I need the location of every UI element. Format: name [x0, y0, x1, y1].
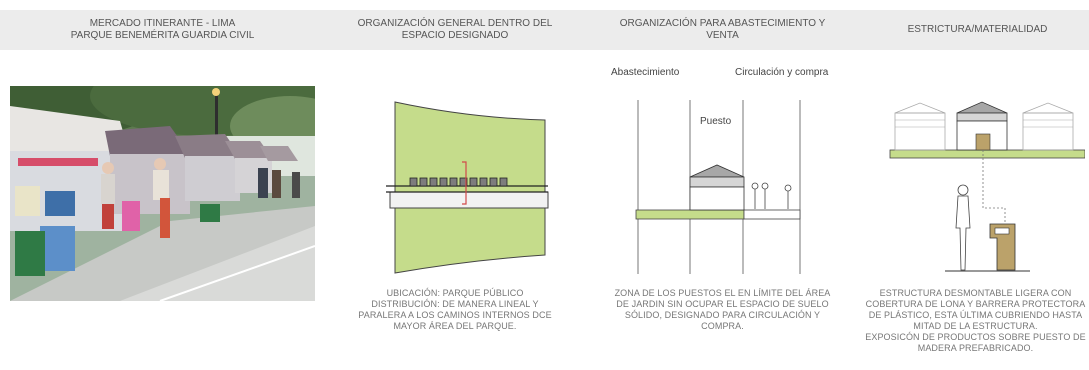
structure-diagram: [885, 98, 1086, 280]
caption-structure: ESTRUCTURA DESMONTABLE LIGERA CON COBERT…: [862, 288, 1089, 354]
caption-organization-line-3: PARALERA A LOS CAMINOS INTERNOS DCE: [358, 310, 552, 320]
caption-organization: UBICACIÓN: PARQUE PÚBLICO DISTRIBUCIÓN: …: [335, 288, 575, 332]
caption-structure-line-1: ESTRUCTURA DESMONTABLE LIGERA CON: [879, 288, 1072, 298]
title-market-line-2: PARQUE BENEMÉRITA GUARDIA CIVIL: [70, 30, 255, 41]
label-stall: Puesto: [700, 116, 732, 127]
caption-structure-line-2: COBERTURA DE LONA Y BARRERA PROTECTORA: [865, 299, 1086, 309]
market-photo: [10, 86, 315, 301]
title-organization-line-1: ORGANIZACIÓN GENERAL DENTRO DEL: [357, 18, 553, 29]
caption-structure-line-6: MADERA PREFABRICADO.: [917, 343, 1034, 353]
title-organization-line-2: ESPACIO DESIGNADO: [401, 30, 509, 41]
caption-supply-line-4: COMPRA.: [701, 321, 744, 331]
caption-structure-line-4: MITAD DE LA ESTRUCTURA.: [913, 321, 1038, 331]
title-structure-line-1: ESTRICTURA/MATERIALIDAD: [907, 24, 1048, 35]
caption-structure-line-5: EXPOSICÓN DE PRODUCTOS SOBRE PUESTO DE: [865, 332, 1086, 342]
caption-supply-line-3: SÓLIDO, DESIGNADO PARA CIRCULACIÓN Y: [624, 310, 821, 320]
caption-organization-line-2: DISTRIBUCIÓN: DE MANERA LINEAL Y: [371, 299, 539, 309]
label-supply: Abastecimiento: [611, 67, 680, 78]
caption-supply-line-1: ZONA DE LOS PUESTOS EL EN LÍMITE DEL ÁRE…: [614, 288, 831, 298]
title-structure: ESTRICTURA/MATERIALIDAD: [870, 10, 1085, 50]
plan-diagram: [380, 100, 550, 275]
title-supply-line-2: VENTA: [706, 30, 739, 41]
caption-organization-line-4: MAYOR ÁREA DEL PARQUE.: [393, 321, 517, 331]
label-circulation: Circulación y compra: [735, 67, 829, 78]
caption-organization-line-1: UBICACIÓN: PARQUE PÚBLICO: [386, 288, 524, 298]
title-market-line-1: MERCADO ITINERANTE - LIMA: [89, 18, 236, 29]
title-organization: ORGANIZACIÓN GENERAL DENTRO DEL ESPACIO …: [335, 10, 575, 50]
title-market: MERCADO ITINERANTE - LIMA PARQUE BENEMÉR…: [10, 10, 315, 50]
section-diagram: [600, 62, 850, 280]
title-supply-line-1: ORGANIZACIÓN PARA ABASTECIMIENTO Y: [619, 18, 826, 29]
title-supply: ORGANIZACIÓN PARA ABASTECIMIENTO Y VENTA: [595, 10, 850, 50]
header-bar: [0, 10, 1089, 50]
caption-structure-line-3: DE PLÁSTICO, ESTA ÚLTIMA CUBRIENDO HASTA: [868, 310, 1083, 320]
caption-supply: ZONA DE LOS PUESTOS EL EN LÍMITE DEL ÁRE…: [595, 288, 850, 332]
caption-supply-line-2: DE JARDIN SIN OCUPAR EL ESPACIO DE SUELO: [616, 299, 829, 309]
